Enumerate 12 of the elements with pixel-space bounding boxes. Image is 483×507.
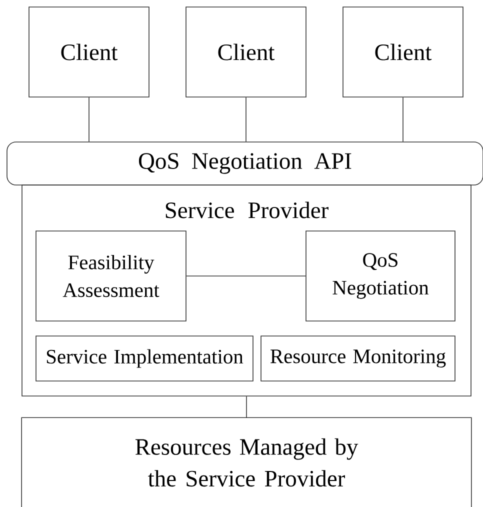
resources-box: Resources Managed by the Service Provider xyxy=(21,417,472,507)
client-box: Client xyxy=(28,6,150,98)
module-box: QoS Negotiation xyxy=(306,230,456,322)
module-box: Feasibility Assessment xyxy=(36,230,186,322)
module-box: Service Implementation xyxy=(36,336,254,382)
client-box: Client xyxy=(342,6,464,98)
connector-line xyxy=(402,97,404,142)
connector-line xyxy=(88,97,90,142)
client-box: Client xyxy=(186,6,306,98)
api-bar: QoS Negotiation API xyxy=(6,142,483,186)
connector-line xyxy=(246,396,247,418)
module-box: Resource Monitoring xyxy=(260,336,456,382)
